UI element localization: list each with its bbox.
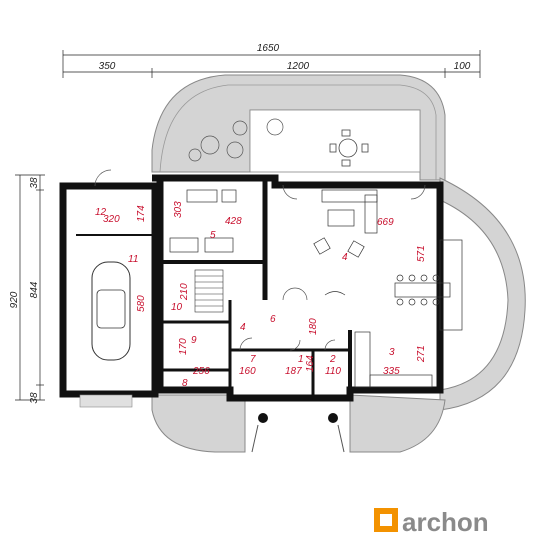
room-area: 580 xyxy=(136,295,147,312)
house-walls xyxy=(152,174,444,402)
room-area: 428 xyxy=(225,216,242,227)
room-area: 110 xyxy=(325,366,341,377)
room-extra: 174 xyxy=(136,205,147,222)
logo-text: archon xyxy=(402,507,489,537)
dimension-lines xyxy=(15,50,481,401)
room-number: 8 xyxy=(182,378,188,389)
terrace-table xyxy=(329,129,369,167)
terrace-east xyxy=(439,177,526,411)
terrace-paving xyxy=(249,109,421,173)
plants xyxy=(188,118,284,162)
dim-left-top: 38 xyxy=(29,177,40,189)
living-furniture xyxy=(313,189,378,296)
room-number: 5 xyxy=(210,230,216,241)
room-number: 9 xyxy=(191,335,197,346)
room-area: 160 xyxy=(239,366,256,377)
room-number: 10 xyxy=(171,302,183,313)
room-extra: 303 xyxy=(173,201,184,218)
room-number: 12 xyxy=(95,207,107,218)
room-area: 571 xyxy=(416,245,427,262)
dining-furniture xyxy=(394,239,463,331)
room-number: 11 xyxy=(128,254,138,265)
room-area: 180 xyxy=(308,318,319,335)
terrace-south xyxy=(151,394,446,453)
office-furniture xyxy=(169,189,237,253)
doors xyxy=(94,169,426,351)
entrance-steps xyxy=(251,424,345,453)
archon-logo: archon xyxy=(374,507,489,537)
room-number: 2 xyxy=(329,354,336,365)
room-area: 335 xyxy=(383,366,400,377)
room-area: 256 xyxy=(192,366,210,377)
dim-top-left: 350 xyxy=(99,61,116,72)
room-number: 6 xyxy=(270,314,276,325)
entrance-lamp-right xyxy=(328,413,338,423)
dim-top-total: 1650 xyxy=(257,43,280,54)
entrance-lamp-left xyxy=(258,413,268,423)
dim-top-right: 100 xyxy=(454,61,471,72)
room-extra: 164 xyxy=(305,355,316,372)
garage xyxy=(59,182,159,408)
room-number: 3 xyxy=(389,347,395,358)
room-extra: 271 xyxy=(416,345,427,363)
room-area: 187 xyxy=(285,366,302,377)
room-number: 4 xyxy=(342,252,348,263)
stairs xyxy=(194,269,224,313)
terrace-north xyxy=(151,74,446,181)
kitchen-counter xyxy=(354,331,433,388)
dim-left-outer: 920 xyxy=(9,291,20,308)
room-number: 1 xyxy=(298,354,304,365)
room-number: 4 xyxy=(240,322,246,333)
dim-left-inner: 844 xyxy=(29,281,40,298)
dim-left-bottom: 38 xyxy=(29,392,40,404)
room-area: 170 xyxy=(178,338,189,355)
room-number: 7 xyxy=(250,354,256,365)
room-area: 320 xyxy=(103,214,120,225)
room-area: 669 xyxy=(377,217,394,228)
dim-top-mid: 1200 xyxy=(287,61,310,72)
room-area: 210 xyxy=(179,283,190,301)
